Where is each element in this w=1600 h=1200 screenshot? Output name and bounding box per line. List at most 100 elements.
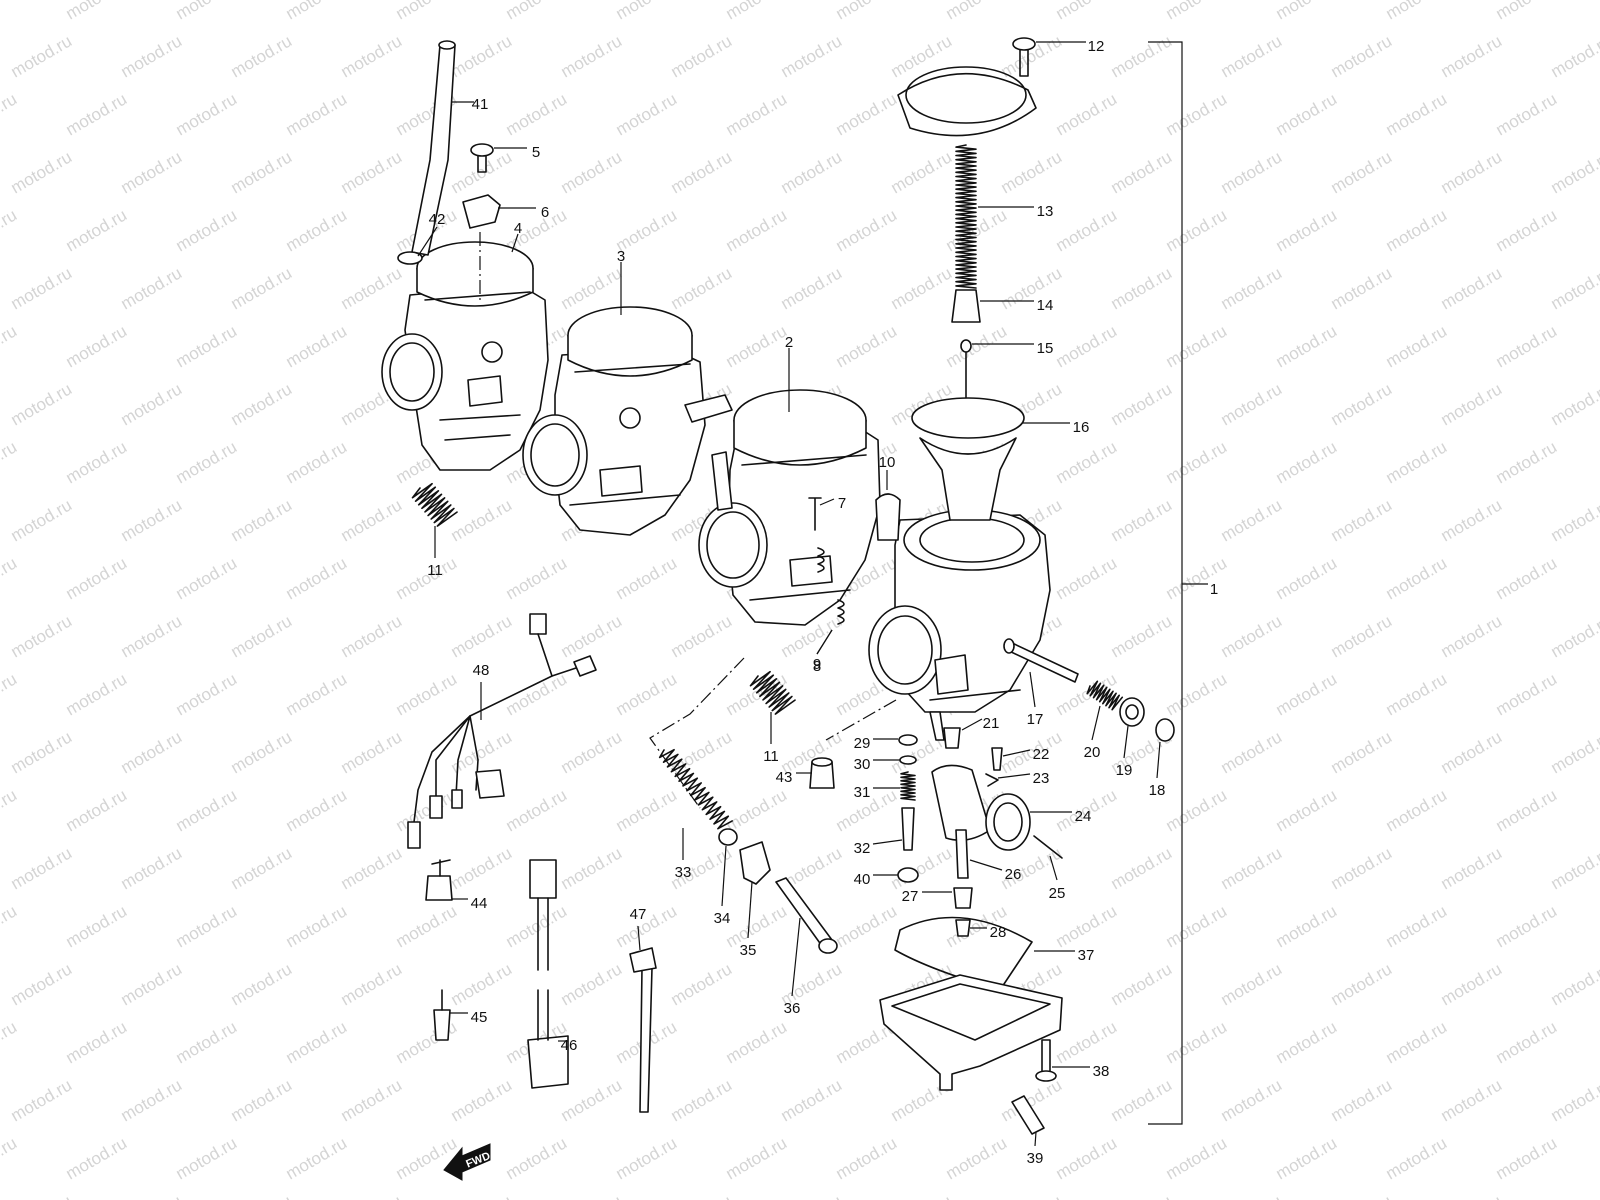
watermark-text: motod.ru [228,147,296,197]
part-33-spring [658,748,733,830]
watermark-text: motod.ru [668,959,736,1009]
watermark-text: motod.ru [1163,1017,1231,1067]
callout-18: 18 [1149,782,1166,799]
part-22-valve [991,747,1003,771]
leader-line [819,498,835,506]
watermark-text: motod.ru [723,89,791,139]
part-16-diaphragm-piston [911,397,1025,521]
watermark-text: motod.ru [888,147,956,197]
watermark-text: motod.ru [8,379,76,429]
callout-35: 35 [740,942,757,959]
watermark-text: motod.ru [558,263,626,313]
watermark-text: motod.ru [8,727,76,777]
watermark-text: motod.ru [228,263,296,313]
watermark-text: motod.ru [1053,553,1121,603]
watermark-text: motod.ru [1383,89,1451,139]
watermark-text: motod.ru [283,1017,351,1067]
watermark-text: motod.ru [1548,959,1600,1009]
watermark-text: motod.ru [283,901,351,951]
watermark-text: motod.ru [338,1075,406,1125]
watermark-text: motod.ru [173,669,241,719]
watermark-text: motod.ru [448,611,516,661]
leader-line [1091,705,1101,741]
watermark-text: motod.ru [833,0,901,23]
watermark-text: motod.ru [173,785,241,835]
watermark-text: motod.ru [558,31,626,81]
part-18-cap [1155,718,1175,742]
watermark-text: motod.ru [778,31,846,81]
watermark-text: motod.ru [393,0,461,23]
watermark-text: motod.ru [283,89,351,139]
part-45-sensor [433,989,451,1041]
watermark-text: motod.ru [888,263,956,313]
watermark-text: motod.ru [833,901,901,951]
watermark-text: motod.ru [1328,1191,1396,1200]
watermark-text: motod.ru [998,263,1066,313]
leader-line [637,925,641,951]
watermark-text: motod.ru [1548,379,1600,429]
watermark-text: motod.ru [1108,959,1176,1009]
watermark-text: motod.ru [723,1017,791,1067]
part-42-clip [397,251,423,265]
leader-line [1049,855,1058,881]
watermark-text: motod.ru [1328,843,1396,893]
watermark-text: motod.ru [338,147,406,197]
watermark-text: motod.ru [1548,611,1600,661]
watermark-text: motod.ru [173,205,241,255]
watermark-text: motod.ru [1163,901,1231,951]
part-27-jet [953,887,973,909]
watermark-text: motod.ru [1548,1191,1600,1200]
callout-8: 8 [813,658,821,675]
watermark-text: motod.ru [943,1133,1011,1183]
watermark-text: motod.ru [0,785,20,835]
watermark-text: motod.ru [668,611,736,661]
watermark-text: motod.ru [448,495,516,545]
watermark-text: motod.ru [1383,321,1451,371]
watermark-text: motod.ru [393,669,461,719]
watermark-text: motod.ru [8,843,76,893]
callout-13: 13 [1037,203,1054,220]
watermark-text: motod.ru [888,1191,956,1200]
watermark-text: motod.ru [1163,437,1231,487]
watermark-text: motod.ru [1273,785,1341,835]
callout-46: 46 [561,1037,578,1054]
callout-27: 27 [902,888,919,905]
callout-24: 24 [1075,808,1092,825]
watermark-text: motod.ru [1328,263,1396,313]
watermark-text: motod.ru [1273,205,1341,255]
watermark-text: motod.ru [1328,147,1396,197]
part-11-spring-upper [411,482,458,527]
watermark-text: motod.ru [338,959,406,1009]
watermark-text: motod.ru [1438,31,1506,81]
callout-42: 42 [429,211,446,228]
watermark-text: motod.ru [63,901,131,951]
watermark-text: motod.ru [1493,901,1561,951]
watermark-text: motod.ru [1548,147,1600,197]
part-14-needle-holder [951,289,981,323]
watermark-text: motod.ru [558,959,626,1009]
carburetor-body-4 [381,241,549,471]
watermark-text: motod.ru [173,89,241,139]
callout-38: 38 [1093,1063,1110,1080]
watermark-text: motod.ru [503,901,571,951]
watermark-text: motod.ru [1438,1191,1506,1200]
watermark-text: motod.ru [63,205,131,255]
watermark-text: motod.ru [228,1075,296,1125]
callout-10: 10 [879,454,896,471]
watermark-text: motod.ru [1273,901,1341,951]
carburetor-body-1 [868,509,1051,741]
watermark-text: motod.ru [1493,205,1561,255]
watermark-text: motod.ru [1438,495,1506,545]
watermark-text: motod.ru [668,31,736,81]
watermark-text: motod.ru [448,843,516,893]
leader-lines [417,41,1161,1147]
callout-17: 17 [1027,711,1044,728]
watermark-text: motod.ru [338,495,406,545]
watermark-text: motod.ru [283,785,351,835]
watermark-text: motod.ru [63,321,131,371]
part-31-spring [900,771,916,801]
part-17-throttle-shaft [1003,638,1079,683]
part-11-spring-lower [749,670,796,715]
watermark-text: motod.ru [503,1133,571,1183]
watermark-text: motod.ru [173,437,241,487]
